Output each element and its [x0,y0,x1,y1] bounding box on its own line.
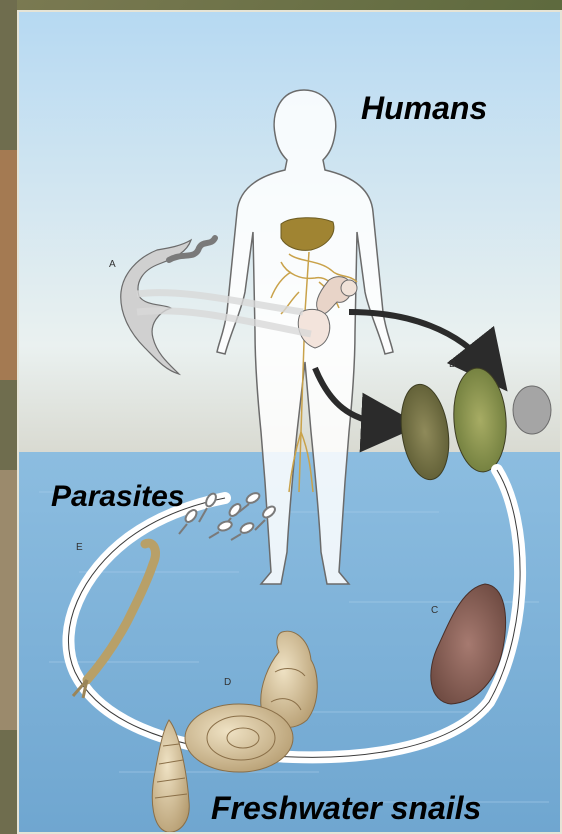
stage-label-d: D [224,677,231,688]
snail-planorbid [185,704,293,772]
stage-label-b: B [449,359,456,370]
stage-label-a: A [109,259,116,270]
life-cycle-illustration [19,12,562,834]
colon-loop [341,280,357,296]
life-cycle-panel: Humans Parasites Freshwater snails A B C… [17,10,562,834]
stage-label-e: E [76,542,83,553]
egg-3 [513,386,551,434]
label-freshwater-snails: Freshwater snails [211,790,481,827]
label-parasites: Parasites [51,480,184,514]
label-humans: Humans [361,90,487,127]
stage-label-c: C [431,605,438,616]
